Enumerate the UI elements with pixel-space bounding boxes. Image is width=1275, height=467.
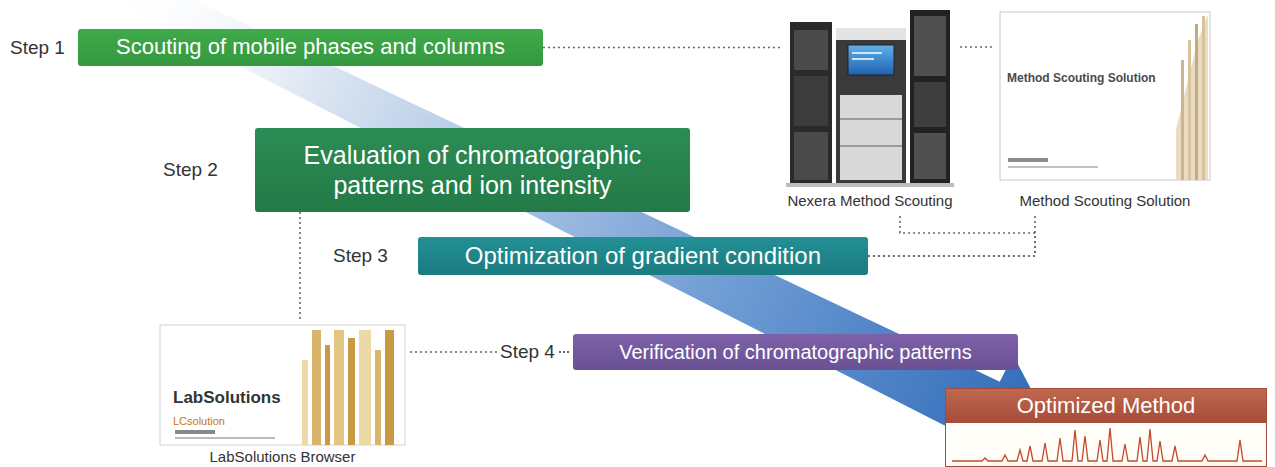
instrument-illustration-part [910,10,950,185]
software-package [1000,12,1210,180]
software-package-part [302,360,308,445]
step-row: Step 3 Optimization of gradient condition [333,237,868,275]
step-box: Verification of chromatographic patterns [573,334,1018,370]
step-row: Step 2 Evaluation of chromatographic patt… [163,128,690,212]
dotted-connector [868,214,1035,256]
instrument-illustration-part [794,76,828,126]
instrument-figure: Nexera Method Scouting [780,6,960,214]
dotted-connector [868,214,1035,256]
software-package-part [1008,158,1048,162]
step-text: Verification of chromatographic patterns [619,340,971,364]
software-package-part [325,345,330,445]
instrument-illustration-part [794,132,828,180]
step-box: Scouting of mobile phases and columns [78,29,543,66]
software-package-part [385,330,394,445]
step-label: Step 1 [10,37,65,59]
software-subtitle-holder: LCsolution [173,411,225,429]
step-box: Evaluation of chromatographic patterns a… [255,128,690,212]
software-package-part [359,330,371,445]
software-package-part [334,330,344,445]
software-package-part [160,325,405,445]
software-title: LabSolutions [173,388,281,407]
instrument-illustration-part [790,22,832,185]
software-figure: Method Scouting SolutionMethod Scouting … [995,6,1215,214]
instrument-illustration-part [840,95,902,180]
instrument-illustration-part [836,28,906,185]
instrument-illustration-part [914,82,946,127]
dotted-connector [299,212,301,322]
software-figure: LabSolutionsLCsolutionLabSolutions Brows… [155,322,410,467]
step-text: Evaluation of chromatographic patterns a… [269,140,676,200]
instrument-illustration-part [786,183,954,187]
step-row: Step 1 Scouting of mobile phases and colu… [10,29,543,66]
instrument-illustration-part [914,133,946,179]
step-row: Step 4 Verification of chromatographic pa… [500,334,1018,370]
instrument-illustration-part [840,118,902,120]
instrument-illustration-part [848,45,894,75]
dotted-connector [543,47,780,49]
figure-caption-holder: Nexera Method Scouting [780,192,960,210]
software-package-part [1008,166,1098,168]
step-label: Step 3 [333,245,388,267]
software-package-part [1000,12,1210,180]
software-package-part [175,430,215,434]
instrument-illustration-part [794,30,828,70]
software-title-holder: LabSolutions [173,388,281,408]
instrument-illustration-part [852,52,882,54]
figure-caption: Method Scouting Solution [1020,192,1191,209]
dotted-connector [960,46,995,48]
figure-caption: Nexera Method Scouting [787,192,952,209]
software-package-part [1181,60,1184,180]
step-label: Step 4 [500,341,555,363]
software-package-part [175,437,275,439]
result-title: Optimized Method [1017,393,1196,419]
instrument-illustration-part [836,28,906,40]
software-title-holder: Method Scouting Solution [1007,68,1156,86]
instrument-illustration [786,10,954,187]
software-package-part [1202,16,1205,180]
instrument-illustration-part [840,145,902,147]
software-package-part [375,350,381,445]
figure-caption-holder: LabSolutions Browser [155,448,410,466]
software-package-part [1188,40,1191,180]
dotted-connector [410,351,500,353]
software-subtitle: LCsolution [173,415,225,427]
instrument-illustration-part [914,16,946,76]
step-box: Optimization of gradient condition [418,237,868,275]
flow-arrow [102,0,1062,466]
step-text: Optimization of gradient condition [465,242,821,271]
dotted-leader [559,351,569,353]
step-text: Scouting of mobile phases and columns [116,34,505,60]
chromatogram-panel [946,422,1266,467]
instrument-illustration-part [852,58,874,60]
chromatogram-trace [952,428,1262,461]
chromatogram-panel-part [946,422,1266,467]
software-package [160,325,405,445]
step-label: Step 2 [163,159,218,181]
result-header: Optimized Method [946,389,1266,423]
figure-caption-holder: Method Scouting Solution [995,192,1215,210]
software-package-part [1176,14,1208,180]
figure-caption: LabSolutions Browser [210,448,356,465]
software-package-part [1195,24,1198,180]
software-package-part [348,338,355,445]
software-title: Method Scouting Solution [1007,71,1156,85]
result-box: Optimized Method [945,388,1267,467]
software-package-part [312,330,321,445]
